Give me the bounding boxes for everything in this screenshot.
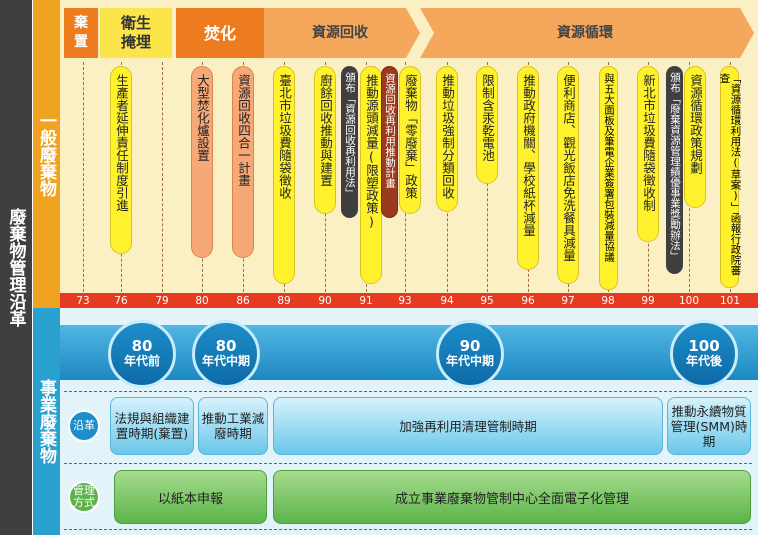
- phase-recycling: 資源回收: [312, 24, 368, 41]
- year-label: 86: [236, 294, 250, 307]
- era-timeline: [60, 325, 758, 380]
- policy-93-sub: 資源回收再利用推動計畫: [381, 66, 398, 218]
- general-waste-label: 一般廢棄物: [33, 0, 60, 308]
- policy-95: 限制含汞乾電池: [476, 66, 498, 184]
- year-label: 89: [277, 294, 291, 307]
- period-reuse-management: 加強再利用清理管制時期: [273, 397, 663, 455]
- year-label: 94: [440, 294, 454, 307]
- divider: [64, 391, 752, 392]
- history-label: 沿革: [68, 410, 100, 442]
- year-bar: [60, 293, 758, 308]
- year-label: 80: [195, 294, 209, 307]
- policy-76: 生產者延伸責任制度引進: [110, 66, 132, 254]
- policy-86: 資源回收四合一計畫: [232, 66, 254, 258]
- year-label: 99: [641, 294, 655, 307]
- period-regulation-setup: 法規與組織建置時期(棄置): [110, 397, 194, 455]
- year-label: 90: [318, 294, 332, 307]
- policy-93: 廢棄物「零廢棄」政策: [399, 66, 421, 214]
- year-label: 97: [561, 294, 575, 307]
- year-label: 101: [719, 294, 741, 307]
- divider: [64, 529, 752, 530]
- policy-91: 推動源頭減量(限塑政策): [360, 66, 382, 284]
- policy-100-sub: 頒布「廢棄資源管理績優事業獎勵辦法」: [666, 66, 683, 274]
- industrial-waste-label: 事業廢棄物: [33, 308, 60, 535]
- policy-101: 「資源循環利用法(草案)」函報行政院審查: [719, 66, 742, 288]
- phase-dumping: 棄置: [64, 8, 98, 58]
- year-label: 100: [678, 294, 700, 307]
- period-industrial-waste-reduction: 推動工業減廢時期: [198, 397, 268, 455]
- policy-100: 資源循環政策規劃: [684, 66, 706, 208]
- policy-96: 推動政府機關、學校紙杯減量: [517, 66, 539, 270]
- period-smm: 推動永續物質管理(SMM)時期: [667, 397, 751, 455]
- policy-98: 與五大面板及筆電企業簽署包裝減量協議: [599, 66, 618, 290]
- year-line: [162, 62, 163, 292]
- management-electronic-system: 成立事業廢棄物管制中心全面電子化管理: [273, 470, 751, 524]
- year-label: 76: [114, 294, 128, 307]
- management-label: 管理方式: [68, 481, 100, 513]
- policy-94: 推動垃圾強制分類回收: [436, 66, 458, 212]
- year-label: 79: [155, 294, 169, 307]
- year-label: 73: [76, 294, 90, 307]
- policy-97: 便利商店、觀光飯店免洗餐具減量: [557, 66, 579, 284]
- phase-arrows: [264, 8, 754, 58]
- policy-91-sub: 頒布「資源回收再利用法」: [341, 66, 358, 218]
- year-label: 96: [521, 294, 535, 307]
- phase-resource-circulation: 資源循環: [557, 24, 613, 41]
- divider: [64, 463, 752, 464]
- diagram-title: 廢棄物管理沿革: [0, 0, 32, 535]
- year-label: 93: [398, 294, 412, 307]
- policy-80: 大型焚化爐設置: [191, 66, 213, 258]
- policy-90: 廚餘回收推動與建置: [314, 66, 336, 214]
- policy-89: 臺北市垃圾費隨袋徵收: [273, 66, 295, 284]
- year-label: 95: [480, 294, 494, 307]
- management-paper-filing: 以紙本申報: [114, 470, 267, 524]
- year-label: 98: [601, 294, 615, 307]
- year-line: [83, 62, 84, 292]
- phase-incineration: 焚化: [176, 8, 264, 58]
- year-label: 91: [359, 294, 373, 307]
- policy-99: 新北市垃圾費隨袋徵收制: [637, 66, 659, 242]
- phase-sanitary-landfill: 衛生掩埋: [100, 8, 172, 58]
